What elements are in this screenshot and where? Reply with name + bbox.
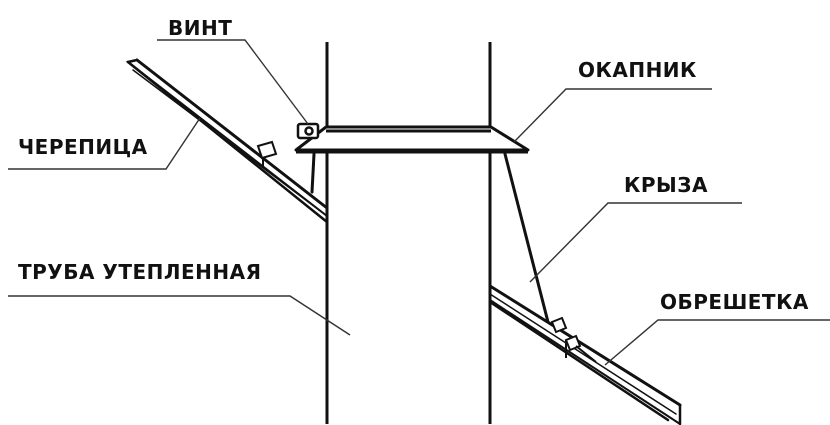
roof-battens: [256, 140, 597, 363]
roof-right-bottom-edge: [488, 300, 670, 422]
label-vint: ВИНТ: [168, 16, 233, 40]
drip-collar: [294, 125, 530, 154]
flashing-right-side: [503, 152, 550, 324]
roof-right-inner-line: [489, 293, 677, 415]
flashing-cone: [310, 152, 550, 324]
pipe: [325, 42, 492, 424]
roof-left: [125, 58, 329, 224]
screw-hole: [304, 126, 314, 136]
label-obreshetka: ОБРЕШЕТКА: [660, 290, 809, 314]
leader-okapnik: [513, 88, 712, 143]
leader-cherepitsa: [8, 117, 201, 170]
screw: [296, 122, 320, 140]
roof-right: [488, 284, 682, 425]
leader-kryza: [529, 202, 742, 283]
roof-right-top-edge: [488, 284, 682, 407]
label-kryza: КРЫЗА: [624, 173, 708, 197]
flashing-left-side: [310, 152, 316, 194]
leader-obreshetka: [604, 319, 830, 366]
roof-left-end-cap: [126, 58, 139, 64]
leader-vint: [157, 39, 309, 125]
leader-truba: [8, 295, 351, 336]
label-cherepitsa: ЧЕРЕПИЦА: [18, 135, 148, 159]
roof-left-top-edge: [135, 58, 329, 210]
drip-collar-body: [294, 125, 530, 152]
label-truba-uteplennaya: ТРУБА УТЕПЛЕННАЯ: [18, 260, 262, 284]
leader-lines: [8, 39, 830, 366]
roof-left-bottom-edge: [126, 60, 329, 224]
batten-right-1: [550, 316, 568, 334]
batten-right-step: [575, 345, 597, 363]
label-okapnik: ОКАПНИК: [578, 58, 697, 82]
batten-left: [256, 140, 278, 160]
